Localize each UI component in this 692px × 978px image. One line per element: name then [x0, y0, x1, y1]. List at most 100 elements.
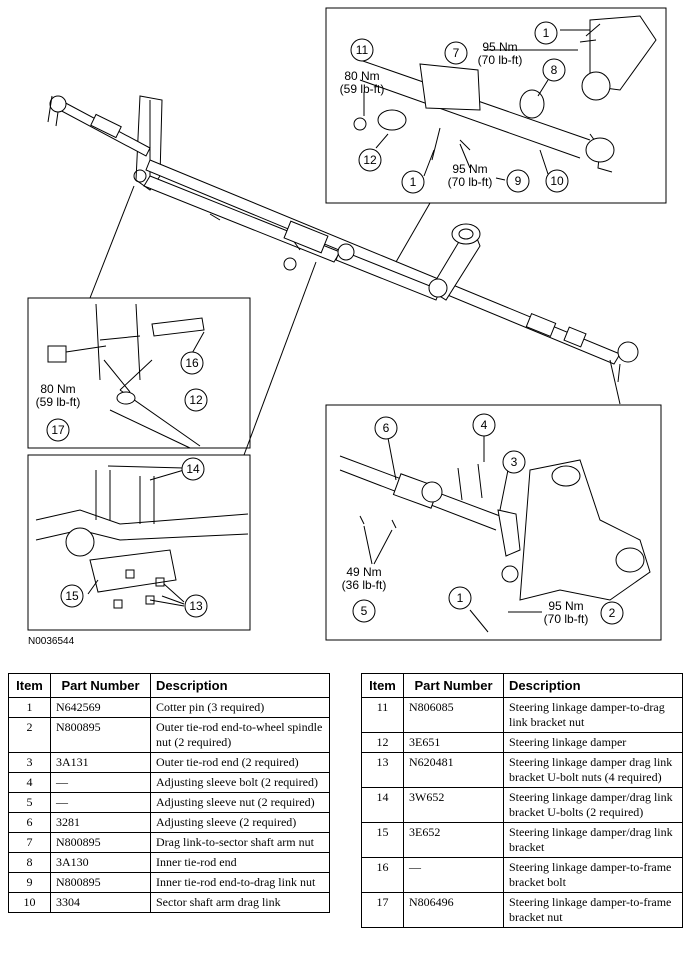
cell-item: 1: [8, 697, 51, 718]
callout-12b: [184, 388, 208, 412]
cell-description: Steering linkage damper-to-drag link bra…: [503, 697, 683, 733]
cell-description: Steering linkage damper/drag link bracke…: [503, 787, 683, 823]
torque-11-nm: 80 Nm: [344, 69, 379, 83]
header-description: Description: [503, 673, 683, 698]
callout-2-label: 2: [609, 606, 616, 620]
cell-item: 11: [361, 697, 404, 733]
callout-16-label: 16: [185, 356, 199, 370]
cell-description: Cotter pin (3 required): [150, 697, 330, 718]
cell-description: Steering linkage damper/drag link bracke…: [503, 822, 683, 858]
callout-5: [352, 599, 376, 623]
inset-u-bolts: [27, 454, 251, 631]
callout-7: [444, 41, 468, 65]
cell-item: 3: [8, 752, 51, 773]
cell-part-number: —: [403, 857, 504, 893]
callout-5-label: 5: [361, 604, 368, 618]
torque-5-lbft: (36 lb-ft): [342, 578, 387, 592]
torque-9-nm: 95 Nm: [452, 162, 487, 176]
callout-15-label: 15: [65, 589, 79, 603]
callout-1c-label: 1: [457, 591, 464, 605]
callout-13: [184, 594, 208, 618]
callout-1c: [448, 586, 472, 610]
callout-10-label: 10: [550, 174, 564, 188]
inset-spindle: [325, 404, 662, 641]
cell-part-number: N800895: [50, 717, 151, 753]
callout-12-label: 12: [363, 153, 377, 167]
torque-5-nm: 49 Nm: [346, 565, 381, 579]
cell-description: Steering linkage damper-to-frame bracket…: [503, 857, 683, 893]
torque-17-lbft: (59 lb-ft): [36, 395, 81, 409]
table-row: 5—Adjusting sleeve nut (2 required): [8, 792, 330, 813]
cell-item: 17: [361, 892, 404, 928]
callout-8-label: 8: [551, 63, 558, 77]
cell-item: 12: [361, 732, 404, 753]
callout-3-label: 3: [511, 455, 518, 469]
torque-7-nm: 95 Nm: [482, 40, 517, 54]
cell-description: Steering linkage damper-to-frame bracket…: [503, 892, 683, 928]
cell-item: 13: [361, 752, 404, 788]
cell-description: Sector shaft arm drag link: [150, 892, 330, 913]
figure-id-label: N0036544: [28, 636, 75, 647]
cell-part-number: 3A131: [50, 752, 151, 773]
table-row: 16—Steering linkage damper-to-frame brac…: [361, 857, 683, 893]
callout-14: [181, 457, 205, 481]
callout-12: [358, 148, 382, 172]
cell-item: 4: [8, 772, 51, 793]
table-header-row: Item Part Number Description: [8, 673, 330, 698]
callout-13-label: 13: [189, 599, 203, 613]
cell-description: Steering linkage damper drag link bracke…: [503, 752, 683, 788]
header-item: Item: [361, 673, 404, 698]
torque-11-lbft: (59 lb-ft): [340, 82, 385, 96]
callout-14-label: 14: [186, 462, 200, 476]
steering-linkage-diagram: 1 7 95 Nm (70 lb-ft) 11 80 Nm (59 lb-ft)…: [27, 7, 667, 641]
callout-10: [545, 169, 569, 193]
callout-17: [46, 418, 70, 442]
callout-6: [374, 416, 398, 440]
cell-part-number: N620481: [403, 752, 504, 788]
torque-7-lbft: (70 lb-ft): [478, 53, 523, 67]
callout-1b-label: 1: [410, 175, 417, 189]
torque-2-lbft: (70 lb-ft): [544, 612, 589, 626]
callout-7-label: 7: [453, 46, 460, 60]
header-part-number: Part Number: [403, 673, 504, 698]
cell-item: 14: [361, 787, 404, 823]
cell-item: 6: [8, 812, 51, 833]
cell-part-number: —: [50, 772, 151, 793]
cell-part-number: 3E652: [403, 822, 504, 858]
cell-item: 16: [361, 857, 404, 893]
cell-part-number: N800895: [50, 832, 151, 853]
cell-part-number: 3W652: [403, 787, 504, 823]
cell-item: 9: [8, 872, 51, 893]
cell-part-number: 3A130: [50, 852, 151, 873]
cell-part-number: N642569: [50, 697, 151, 718]
callout-1: [534, 21, 558, 45]
cell-item: 7: [8, 832, 51, 853]
cell-part-number: 3281: [50, 812, 151, 833]
callout-12b-label: 12: [189, 393, 203, 407]
cell-description: Adjusting sleeve nut (2 required): [150, 792, 330, 813]
cell-item: 10: [8, 892, 51, 913]
inset-drag-link: [325, 7, 667, 204]
cell-description: Outer tie-rod end-to-wheel spindle nut (…: [150, 717, 330, 753]
cell-description: Adjusting sleeve bolt (2 required): [150, 772, 330, 793]
cell-description: Drag link-to-sector shaft arm nut: [150, 832, 330, 853]
cell-description: Inner tie-rod end-to-drag link nut: [150, 872, 330, 893]
main-linkage-drawing: [47, 95, 639, 383]
cell-part-number: 3E651: [403, 732, 504, 753]
callout-4-label: 4: [481, 418, 488, 432]
callout-11: [350, 38, 374, 62]
cell-item: 15: [361, 822, 404, 858]
callout-15: [60, 584, 84, 608]
